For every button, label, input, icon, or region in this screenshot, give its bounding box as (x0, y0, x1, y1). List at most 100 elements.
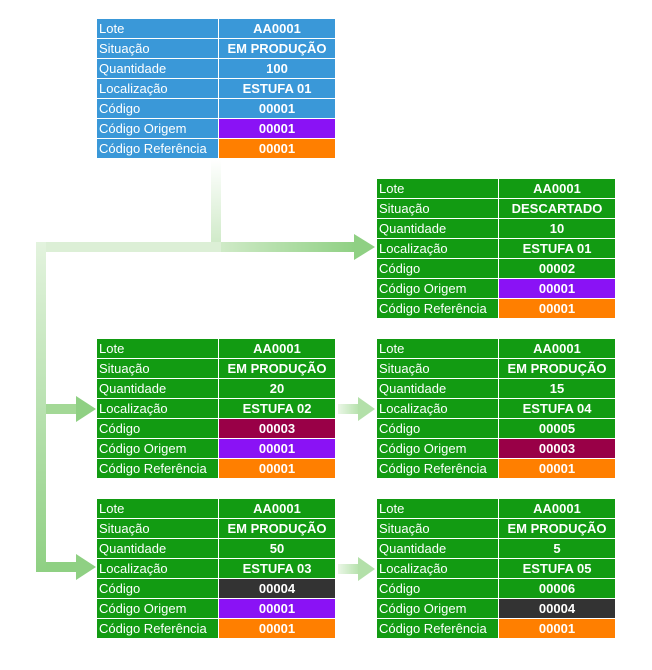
arrow-to-descartado-head (354, 234, 375, 260)
arrow-to-estufa02-shaft (46, 404, 78, 414)
label-codigo-origem: Código Origem (376, 438, 499, 459)
label-quantidade: Quantidade (376, 378, 499, 399)
value-situacao: EM PRODUÇÃO (218, 518, 336, 539)
arrow-estufa03-to-estufa05-shaft (338, 564, 360, 574)
value-situacao: EM PRODUÇÃO (218, 38, 336, 59)
label-situacao: Situação (96, 358, 219, 379)
value-lote: AA0001 (498, 498, 616, 519)
arrow-to-estufa03-shaft (46, 562, 78, 572)
arrow-to-estufa03-head (76, 554, 96, 580)
label-lote: Lote (96, 18, 219, 39)
value-situacao: EM PRODUÇÃO (218, 358, 336, 379)
label-lote: Lote (376, 338, 499, 359)
label-quantidade: Quantidade (96, 58, 219, 79)
label-codigo: Código (96, 578, 219, 599)
label-codigo-referencia: Código Referência (96, 138, 219, 159)
value-codigo-origem: 00001 (218, 438, 336, 459)
label-codigo: Código (96, 98, 219, 119)
value-localizacao: ESTUFA 03 (218, 558, 336, 579)
arrow-branch-left (36, 242, 221, 252)
value-localizacao: ESTUFA 02 (218, 398, 336, 419)
label-localizacao: Localização (376, 398, 499, 419)
arrow-estufa03-to-estufa05-head (358, 557, 375, 581)
value-localizacao: ESTUFA 05 (498, 558, 616, 579)
label-localizacao: Localização (96, 78, 219, 99)
value-codigo-referencia: 00001 (498, 618, 616, 639)
value-codigo-origem: 00001 (218, 118, 336, 139)
arrow-estufa02-to-estufa04-head (358, 397, 375, 421)
label-lote: Lote (96, 498, 219, 519)
value-lote: AA0001 (218, 338, 336, 359)
label-quantidade: Quantidade (96, 538, 219, 559)
arrow-to-estufa02-head (76, 396, 96, 422)
label-lote: Lote (376, 498, 499, 519)
value-situacao: EM PRODUÇÃO (498, 518, 616, 539)
value-localizacao: ESTUFA 01 (498, 238, 616, 259)
value-lote: AA0001 (218, 498, 336, 519)
value-quantidade: 50 (218, 538, 336, 559)
label-localizacao: Localização (96, 398, 219, 419)
label-situacao: Situação (376, 518, 499, 539)
label-lote: Lote (96, 338, 219, 359)
label-situacao: Situação (96, 38, 219, 59)
value-lote: AA0001 (498, 178, 616, 199)
value-codigo-referencia: 00001 (498, 458, 616, 479)
label-codigo-origem: Código Origem (376, 598, 499, 619)
value-codigo-origem: 00004 (498, 598, 616, 619)
label-codigo-referencia: Código Referência (96, 458, 219, 479)
label-localizacao: Localização (376, 558, 499, 579)
label-codigo: Código (376, 418, 499, 439)
label-codigo: Código (376, 258, 499, 279)
label-situacao: Situação (376, 358, 499, 379)
label-quantidade: Quantidade (376, 538, 499, 559)
label-codigo-origem: Código Origem (96, 438, 219, 459)
label-quantidade: Quantidade (376, 218, 499, 239)
label-localizacao: Localização (96, 558, 219, 579)
value-codigo: 00001 (218, 98, 336, 119)
arrow-estufa02-to-estufa04-shaft (338, 404, 360, 414)
value-quantidade: 5 (498, 538, 616, 559)
label-codigo-referencia: Código Referência (376, 298, 499, 319)
value-codigo-origem: 00001 (498, 278, 616, 299)
value-situacao: DESCARTADO (498, 198, 616, 219)
value-lote: AA0001 (498, 338, 616, 359)
arrow-left-trunk (36, 242, 46, 572)
label-localizacao: Localização (376, 238, 499, 259)
label-codigo-origem: Código Origem (96, 598, 219, 619)
value-localizacao: ESTUFA 01 (218, 78, 336, 99)
label-lote: Lote (376, 178, 499, 199)
value-codigo-origem: 00003 (498, 438, 616, 459)
label-codigo-referencia: Código Referência (376, 458, 499, 479)
arrow-trunk (211, 160, 221, 252)
value-codigo: 00002 (498, 258, 616, 279)
label-codigo-referencia: Código Referência (376, 618, 499, 639)
label-codigo-origem: Código Origem (376, 278, 499, 299)
value-codigo-referencia: 00001 (218, 138, 336, 159)
label-quantidade: Quantidade (96, 378, 219, 399)
value-situacao: EM PRODUÇÃO (498, 358, 616, 379)
label-codigo-origem: Código Origem (96, 118, 219, 139)
label-situacao: Situação (96, 518, 219, 539)
value-lote: AA0001 (218, 18, 336, 39)
value-codigo: 00003 (218, 418, 336, 439)
label-codigo-referencia: Código Referência (96, 618, 219, 639)
label-codigo: Código (376, 578, 499, 599)
value-codigo-referencia: 00001 (218, 458, 336, 479)
value-codigo-referencia: 00001 (498, 298, 616, 319)
label-situacao: Situação (376, 198, 499, 219)
arrow-to-descartado-shaft (221, 242, 356, 252)
value-codigo-referencia: 00001 (218, 618, 336, 639)
value-quantidade: 15 (498, 378, 616, 399)
value-codigo: 00006 (498, 578, 616, 599)
value-localizacao: ESTUFA 04 (498, 398, 616, 419)
value-quantidade: 100 (218, 58, 336, 79)
value-quantidade: 10 (498, 218, 616, 239)
value-quantidade: 20 (218, 378, 336, 399)
value-codigo: 00005 (498, 418, 616, 439)
